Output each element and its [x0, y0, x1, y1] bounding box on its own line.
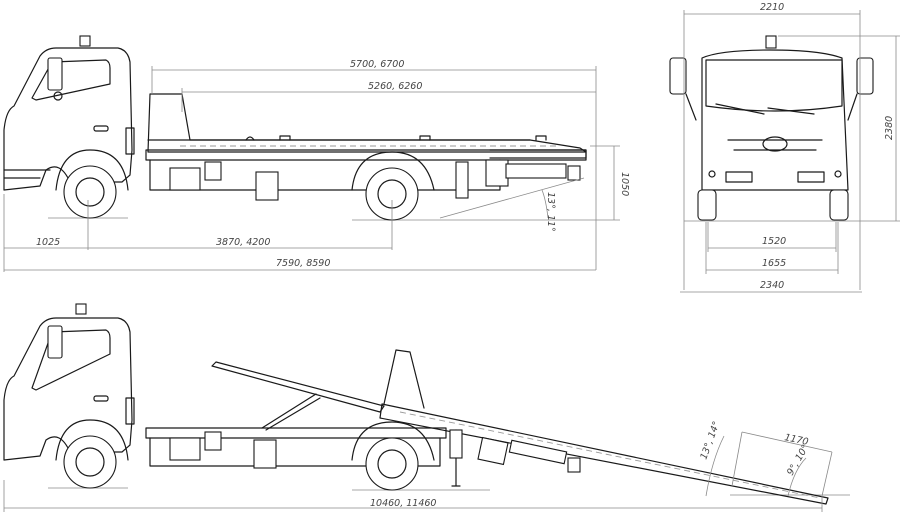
- front-wheel-right: [829, 189, 849, 221]
- dim-approach-angle: 13°, 11°: [545, 192, 556, 232]
- dim-ramp-angle: 9°, 10°: [785, 443, 811, 478]
- battery-box: [169, 167, 201, 191]
- beacon-light-front-icon: [765, 35, 777, 49]
- dim-platform-deck-length: 5260, 6260: [368, 81, 422, 92]
- mirror-right: [856, 57, 874, 95]
- dim-ramp-length: 1170: [783, 432, 809, 448]
- cab-side-loading: [3, 303, 135, 461]
- cab-side: [3, 35, 135, 191]
- dim-wheelbase: 3870, 4200: [216, 237, 270, 248]
- beacon-light-icon: [79, 35, 91, 47]
- dim-platform-length: 5700, 6700: [350, 59, 404, 70]
- outrigger: [455, 161, 469, 199]
- dim-front-overhang: 1025: [36, 237, 60, 248]
- dim-overall-length-loading: 10460, 11460: [370, 498, 436, 509]
- dim-track-front: 1520: [762, 236, 786, 247]
- hydraulic-ram: [261, 393, 321, 431]
- mirror-left: [669, 57, 687, 95]
- toolbox: [485, 159, 509, 187]
- front-wheel: [55, 149, 129, 219]
- headboard: [383, 349, 425, 409]
- logo-emblem: [762, 136, 788, 152]
- platform: [147, 93, 587, 159]
- dim-platform-height: 1050: [619, 172, 630, 196]
- front-wheel-loading: [55, 419, 129, 489]
- dim-cab-width: 2210: [760, 2, 784, 13]
- cab-front: [701, 49, 849, 191]
- dim-overall-length: 7590, 8590: [276, 258, 330, 269]
- front-wheel-left: [697, 189, 717, 221]
- tilted-platform: [379, 403, 829, 505]
- beacon-light-loading-icon: [75, 303, 87, 315]
- windshield: [705, 59, 843, 112]
- dim-overall-width: 2340: [760, 280, 784, 291]
- side-view-transport: 5700, 6700 5260, 6260 1025 3870, 4200 75…: [3, 35, 630, 272]
- rear-wheel: [351, 151, 435, 221]
- hydraulic-tank: [255, 171, 279, 201]
- side-view-loading: 10460, 11460 1170 13°, 14° 9°, 10°: [3, 303, 850, 512]
- dim-overall-height: 2380: [884, 116, 895, 140]
- dim-platform-angle: 13°, 14°: [698, 420, 722, 461]
- dim-track-rear: 1655: [762, 258, 786, 269]
- rear-wheel-loading: [351, 421, 435, 491]
- front-view: 2210 2380 1520 1655 2340: [669, 2, 900, 293]
- tilt-rails: [211, 361, 385, 413]
